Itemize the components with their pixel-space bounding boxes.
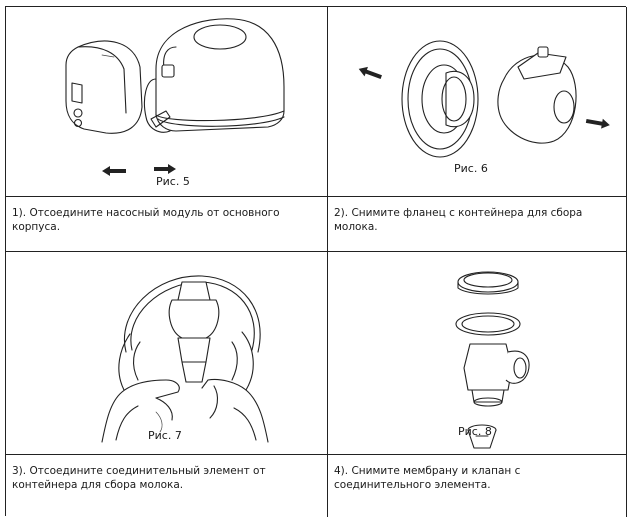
- step-2-caption-cell: 2). Снимите фланец с контейнера для сбор…: [328, 197, 627, 252]
- figure-8-label: Рис. 8: [458, 425, 492, 438]
- figure-5-label: Рис. 5: [156, 175, 190, 188]
- figure-6-label: Рис. 6: [454, 162, 488, 175]
- instruction-table: Рис. 5 Рис. 6 1). Отсоедините насосный м…: [5, 6, 626, 516]
- step-4-caption-cell: 4). Снимите мембрану и клапан с соединит…: [328, 455, 627, 517]
- figure-8-cell: Рис. 8: [328, 252, 627, 455]
- step-4-caption: 4). Снимите мембрану и клапан с соединит…: [328, 455, 626, 492]
- figure-7-cell: Рис. 7: [6, 252, 328, 455]
- figure-7-label: Рис. 7: [148, 429, 182, 442]
- step-3-caption: 3). Отсоедините соединительный элемент о…: [6, 455, 327, 492]
- step-2-caption: 2). Снимите фланец с контейнера для сбор…: [328, 197, 626, 234]
- step-1-caption-cell: 1). Отсоедините насосный модуль от основ…: [6, 197, 328, 252]
- figure-5-cell: Рис. 5: [6, 7, 328, 197]
- connector-detach-hands-illustration: [6, 252, 328, 455]
- step-1-caption: 1). Отсоедините насосный модуль от основ…: [6, 197, 327, 234]
- step-3-caption-cell: 3). Отсоедините соединительный элемент о…: [6, 455, 328, 517]
- pump-module-detach-illustration: [6, 7, 328, 197]
- figure-6-cell: Рис. 6: [328, 7, 627, 197]
